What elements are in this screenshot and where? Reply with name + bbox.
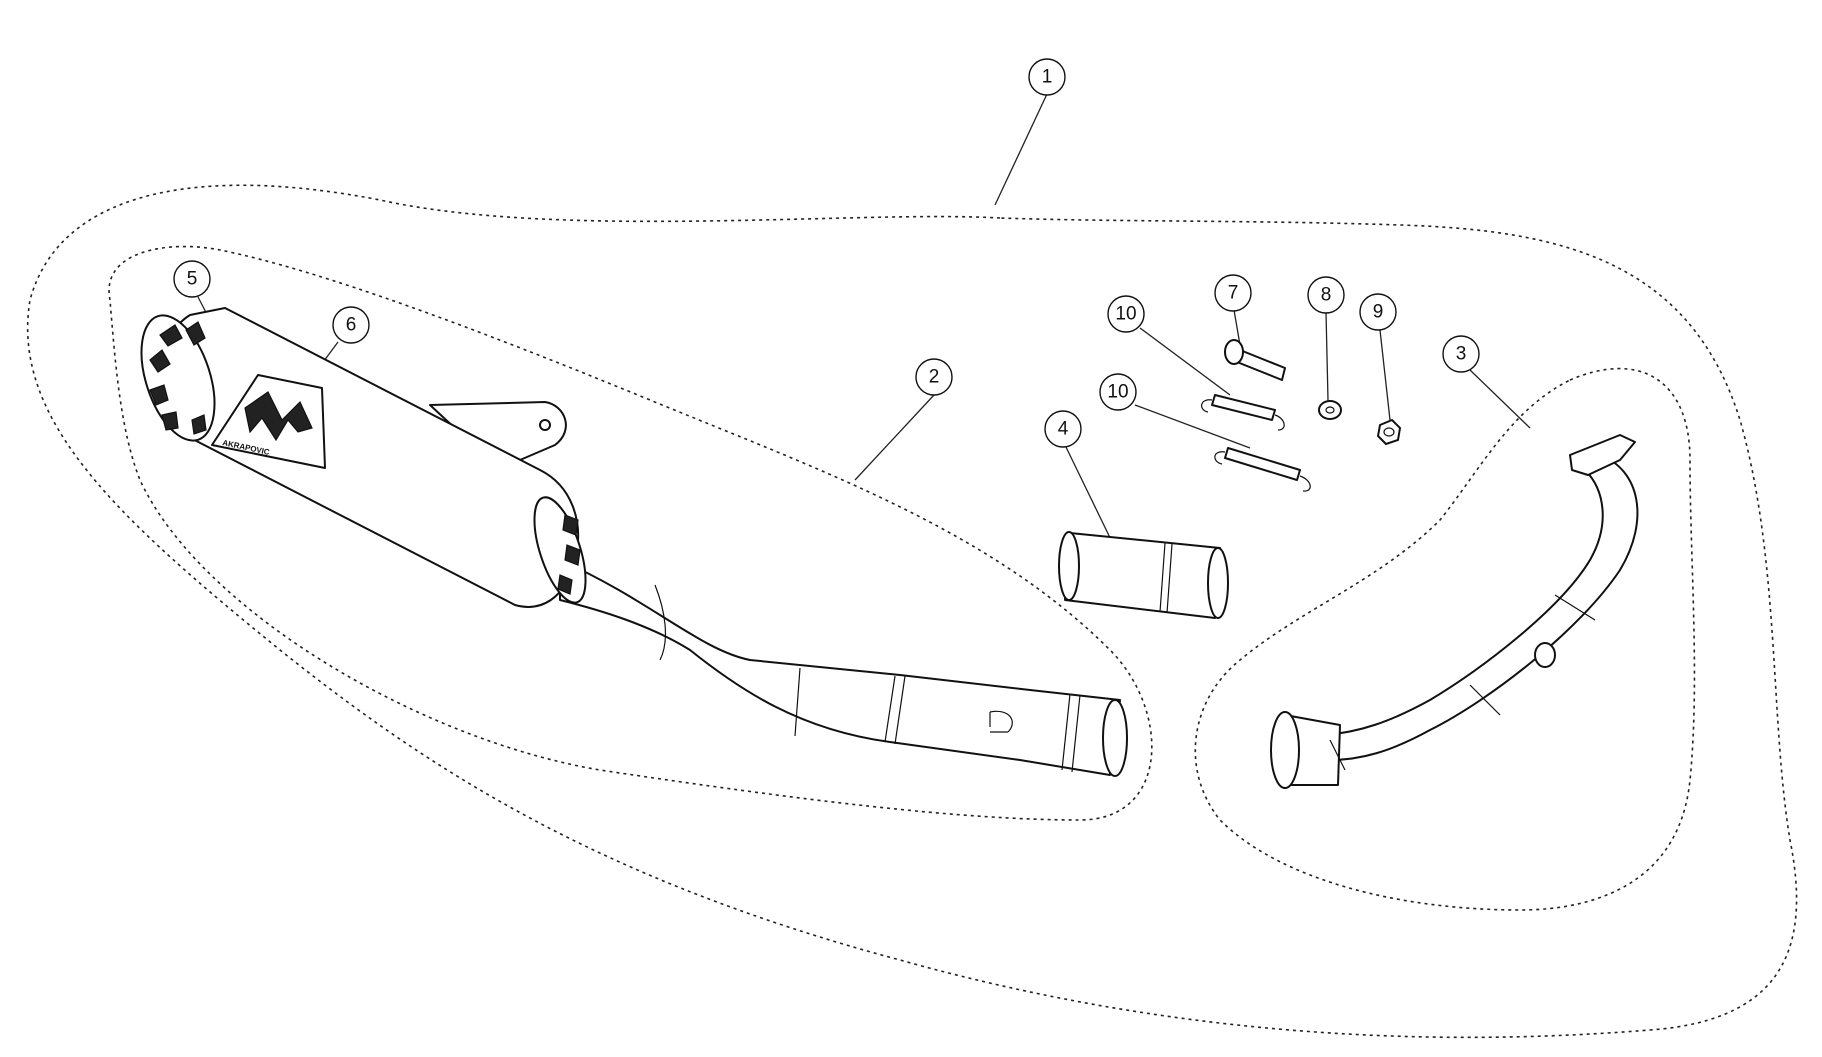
- callout-label: 2: [929, 367, 940, 388]
- callout-label: 10: [1107, 382, 1128, 403]
- spring-lower: [1214, 447, 1311, 492]
- callout-6: 6: [332, 306, 370, 344]
- washer: [1318, 400, 1342, 420]
- callout-2: 2: [915, 358, 953, 396]
- logo-symbol: [244, 391, 313, 442]
- callout-label: 4: [1058, 419, 1069, 440]
- callout-label: 3: [1456, 344, 1467, 365]
- callout-5: 5: [173, 260, 211, 298]
- callout-label: 1: [1042, 67, 1053, 88]
- sensor-boss: [1534, 642, 1556, 668]
- header-pipe: [1270, 434, 1639, 789]
- silencer-bracket: [429, 401, 567, 471]
- end-cap: [140, 314, 216, 442]
- header-flange: [1569, 434, 1636, 476]
- callout-label: 10: [1115, 304, 1136, 325]
- group-outline-silencer: [108, 245, 1153, 821]
- callout-1: 1: [1028, 58, 1066, 96]
- connecting-sleeve: [1058, 531, 1229, 619]
- callout-9: 9: [1359, 293, 1397, 331]
- leader-lines: [197, 93, 1531, 549]
- callout-label: 5: [187, 269, 198, 290]
- akrapovic-logo-badge: AKRAPOVIC: [211, 374, 326, 469]
- nut: [1377, 419, 1401, 445]
- group-outline-header: [1194, 367, 1696, 911]
- bolt: [1224, 339, 1286, 381]
- callout-label: 7: [1228, 283, 1239, 304]
- callout-8: 8: [1307, 276, 1345, 314]
- spring-upper: [1201, 394, 1285, 431]
- end-cap-vents: [149, 321, 207, 435]
- callout-label: 8: [1321, 285, 1332, 306]
- silencer-assembly: AKRAPOVIC: [140, 307, 1128, 777]
- silencer-body: [156, 307, 580, 608]
- callout-10-upper: 10: [1107, 295, 1145, 333]
- callout-10-lower: 10: [1099, 373, 1137, 411]
- callout-7: 7: [1214, 274, 1252, 312]
- link-pipe: [559, 559, 1121, 776]
- callout-4: 4: [1044, 410, 1082, 448]
- callout-label: 9: [1373, 302, 1384, 323]
- front-cap: [533, 496, 587, 604]
- callout-3: 3: [1442, 335, 1480, 373]
- header-outlet: [1270, 711, 1300, 789]
- callout-label: 6: [346, 315, 357, 336]
- group-outline-full-system: [26, 184, 1798, 1039]
- link-pipe-outlet: [1102, 699, 1128, 777]
